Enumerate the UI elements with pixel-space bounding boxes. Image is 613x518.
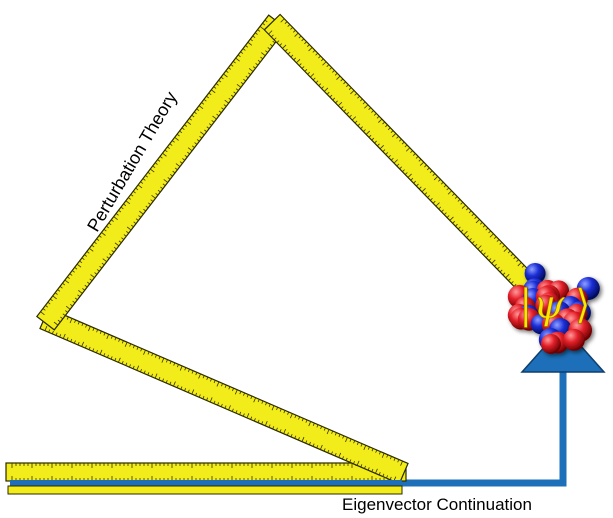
ket-psi: | ψ ⟩ <box>519 282 591 329</box>
proton-ball <box>540 333 561 354</box>
ruler-path <box>5 13 540 495</box>
ruler-left-diagonal-ticks <box>40 19 283 326</box>
proton-ball <box>563 328 585 351</box>
ket-left-bar: | <box>519 282 532 328</box>
ruler-lower-diagonal-ticks <box>44 310 403 482</box>
atomic-nucleus-icon <box>507 263 600 354</box>
neutron-ball <box>524 263 546 284</box>
ruler-right-diagonal-body <box>263 13 540 297</box>
ruler-right-diagonal <box>263 13 540 297</box>
ruler-bottom <box>5 462 407 482</box>
ruler-bottom-body <box>5 462 407 482</box>
ruler-lower-diagonal-body <box>39 307 409 485</box>
eigenvector-continuation-label: Eigenvector Continuation <box>342 495 532 514</box>
ruler-lower-diagonal <box>39 307 409 485</box>
ruler-right-diagonal-ticks <box>268 18 536 293</box>
ket-right-angle: ⟩ <box>575 282 591 328</box>
ruler-bottom-lower-edge <box>7 485 403 495</box>
ruler-left-diagonal <box>36 14 287 331</box>
ruler-left-diagonal-body <box>36 14 287 331</box>
ket-psi-symbol: ψ <box>533 282 565 328</box>
